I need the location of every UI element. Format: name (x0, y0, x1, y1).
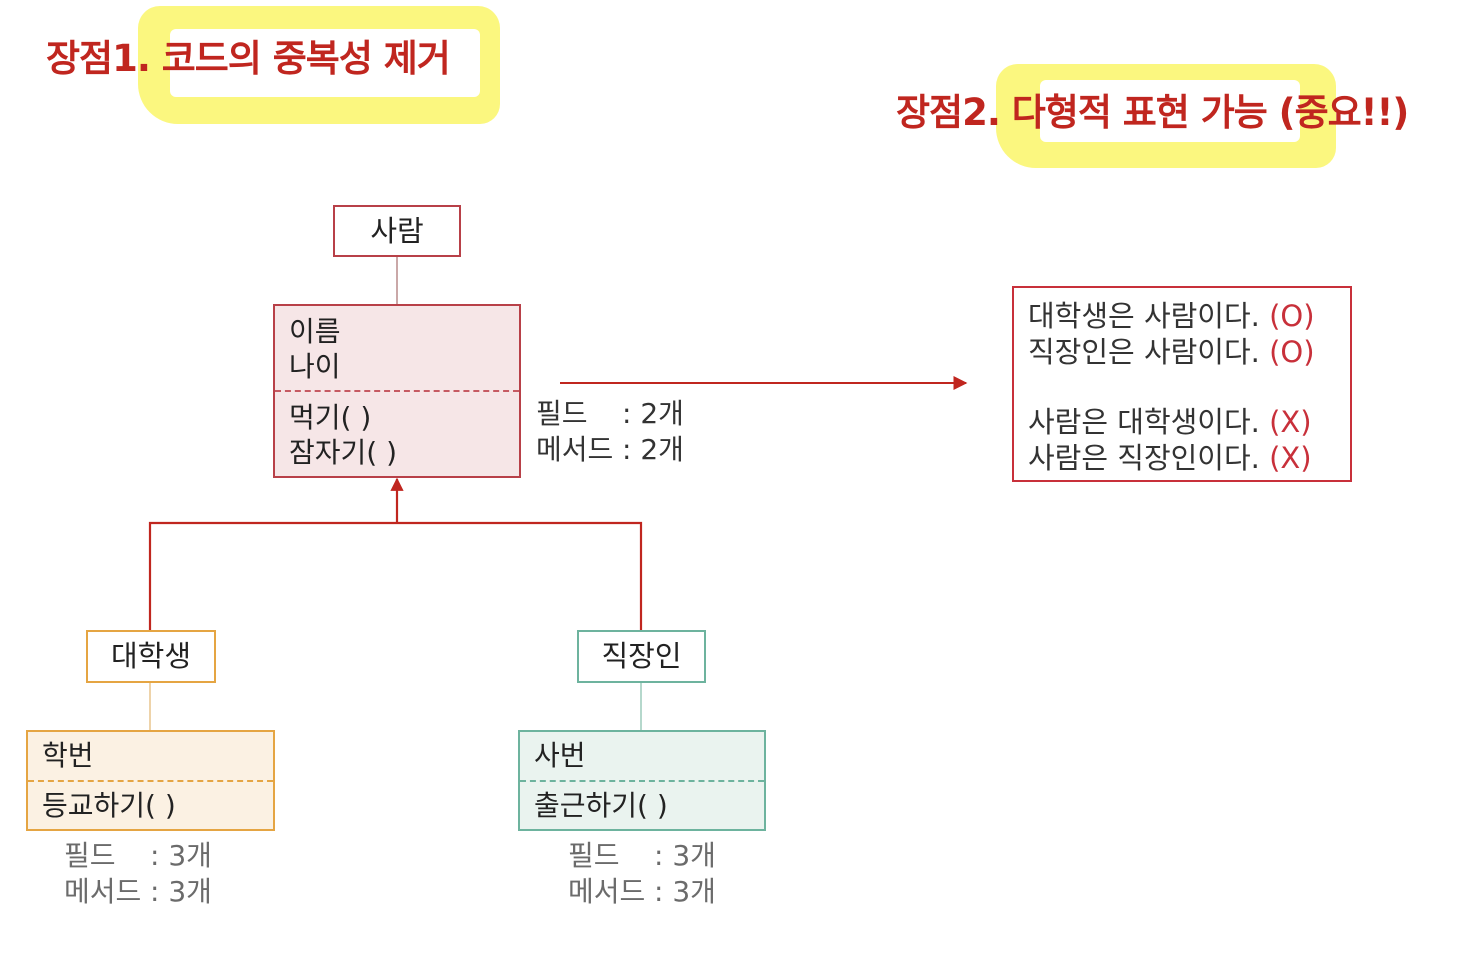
worker-member-counts: 필드 : 3개 메서드: 3개 (568, 838, 716, 910)
worker-field-id: 사번 (534, 739, 586, 772)
student-method-attend: 등교하기( ) (42, 789, 176, 822)
parent-class-title: 사람 (333, 205, 461, 257)
worker-method-work: 출근하기( ) (534, 789, 668, 822)
statement-text: 대학생은 사람이다. (1028, 299, 1270, 333)
parent-methods-section: 먹기( ) 잠자기( ) (275, 392, 519, 476)
polymorphism-statements-box: 대학생은 사람이다. (O) 직장인은 사람이다. (O) 사람은 대학생이다.… (1012, 286, 1352, 482)
parent-field-name: 이름 (289, 315, 341, 348)
worker-field-count-label: 필드 (568, 839, 620, 872)
parent-fields-section: 이름 나이 (275, 306, 519, 392)
student-member-counts: 필드 : 3개 메서드: 3개 (64, 838, 212, 910)
statement-mark-wrong: (X) (1269, 405, 1312, 439)
worker-class-name: 직장인 (601, 639, 682, 673)
worker-fields-section: 사번 (520, 732, 764, 782)
statement-mark-wrong: (X) (1269, 441, 1312, 475)
parent-field-age: 나이 (289, 350, 341, 383)
student-field-count: : 3개 (150, 839, 212, 872)
statement-text: 직장인은 사람이다. (1028, 335, 1270, 369)
student-class-body: 학번 등교하기( ) (26, 730, 275, 831)
student-class-title: 대학생 (86, 630, 216, 683)
parent-member-counts: 필드 : 2개 메서드: 2개 (536, 396, 684, 468)
worker-class-title: 직장인 (577, 630, 706, 683)
worker-field-count: : 3개 (654, 839, 716, 872)
worker-class-body: 사번 출근하기( ) (518, 730, 766, 831)
statement-mark-correct: (O) (1269, 299, 1315, 333)
student-field-count-label: 필드 (64, 839, 116, 872)
advantage1-heading: 장점1. 코드의 중복성 제거 (46, 37, 451, 80)
advantage2-heading: 장점2. 다형적 표현 가능 (중요!!) (896, 91, 1409, 134)
worker-method-count-label: 메서드 (568, 875, 646, 908)
statement-student-is-person: 대학생은 사람이다. (O) (1028, 298, 1336, 334)
statement-mark-correct: (O) (1269, 335, 1315, 369)
student-method-count-label: 메서드 (64, 875, 142, 908)
highlight-mark-1-mask (170, 29, 480, 97)
student-methods-section: 등교하기( ) (28, 782, 273, 829)
statement-text: 사람은 대학생이다. (1028, 405, 1270, 439)
statement-spacer (1028, 370, 1336, 404)
parent-method-count-label: 메서드 (536, 433, 614, 466)
student-fields-section: 학번 (28, 732, 273, 782)
parent-class-body: 이름 나이 먹기( ) 잠자기( ) (273, 304, 521, 478)
worker-methods-section: 출근하기( ) (520, 782, 764, 829)
inheritance-branch-line (148, 521, 643, 630)
student-method-count: : 3개 (150, 875, 212, 908)
student-class-name: 대학생 (110, 639, 192, 673)
parent-field-count-label: 필드 (536, 397, 588, 430)
statement-text: 사람은 직장인이다. (1028, 441, 1270, 475)
worker-method-count: : 3개 (654, 875, 716, 908)
parent-class-name: 사람 (370, 213, 424, 248)
parent-method-count: : 2개 (622, 433, 684, 466)
parent-field-count: : 2개 (622, 397, 684, 430)
parent-method-eat: 먹기( ) (289, 401, 372, 434)
highlight-mark-2-mask (1040, 80, 1300, 142)
statement-person-is-worker: 사람은 직장인이다. (X) (1028, 440, 1336, 476)
statement-person-is-student: 사람은 대학생이다. (X) (1028, 404, 1336, 440)
student-field-id: 학번 (42, 739, 94, 772)
parent-method-sleep: 잠자기( ) (289, 436, 398, 469)
statement-worker-is-person: 직장인은 사람이다. (O) (1028, 334, 1336, 370)
